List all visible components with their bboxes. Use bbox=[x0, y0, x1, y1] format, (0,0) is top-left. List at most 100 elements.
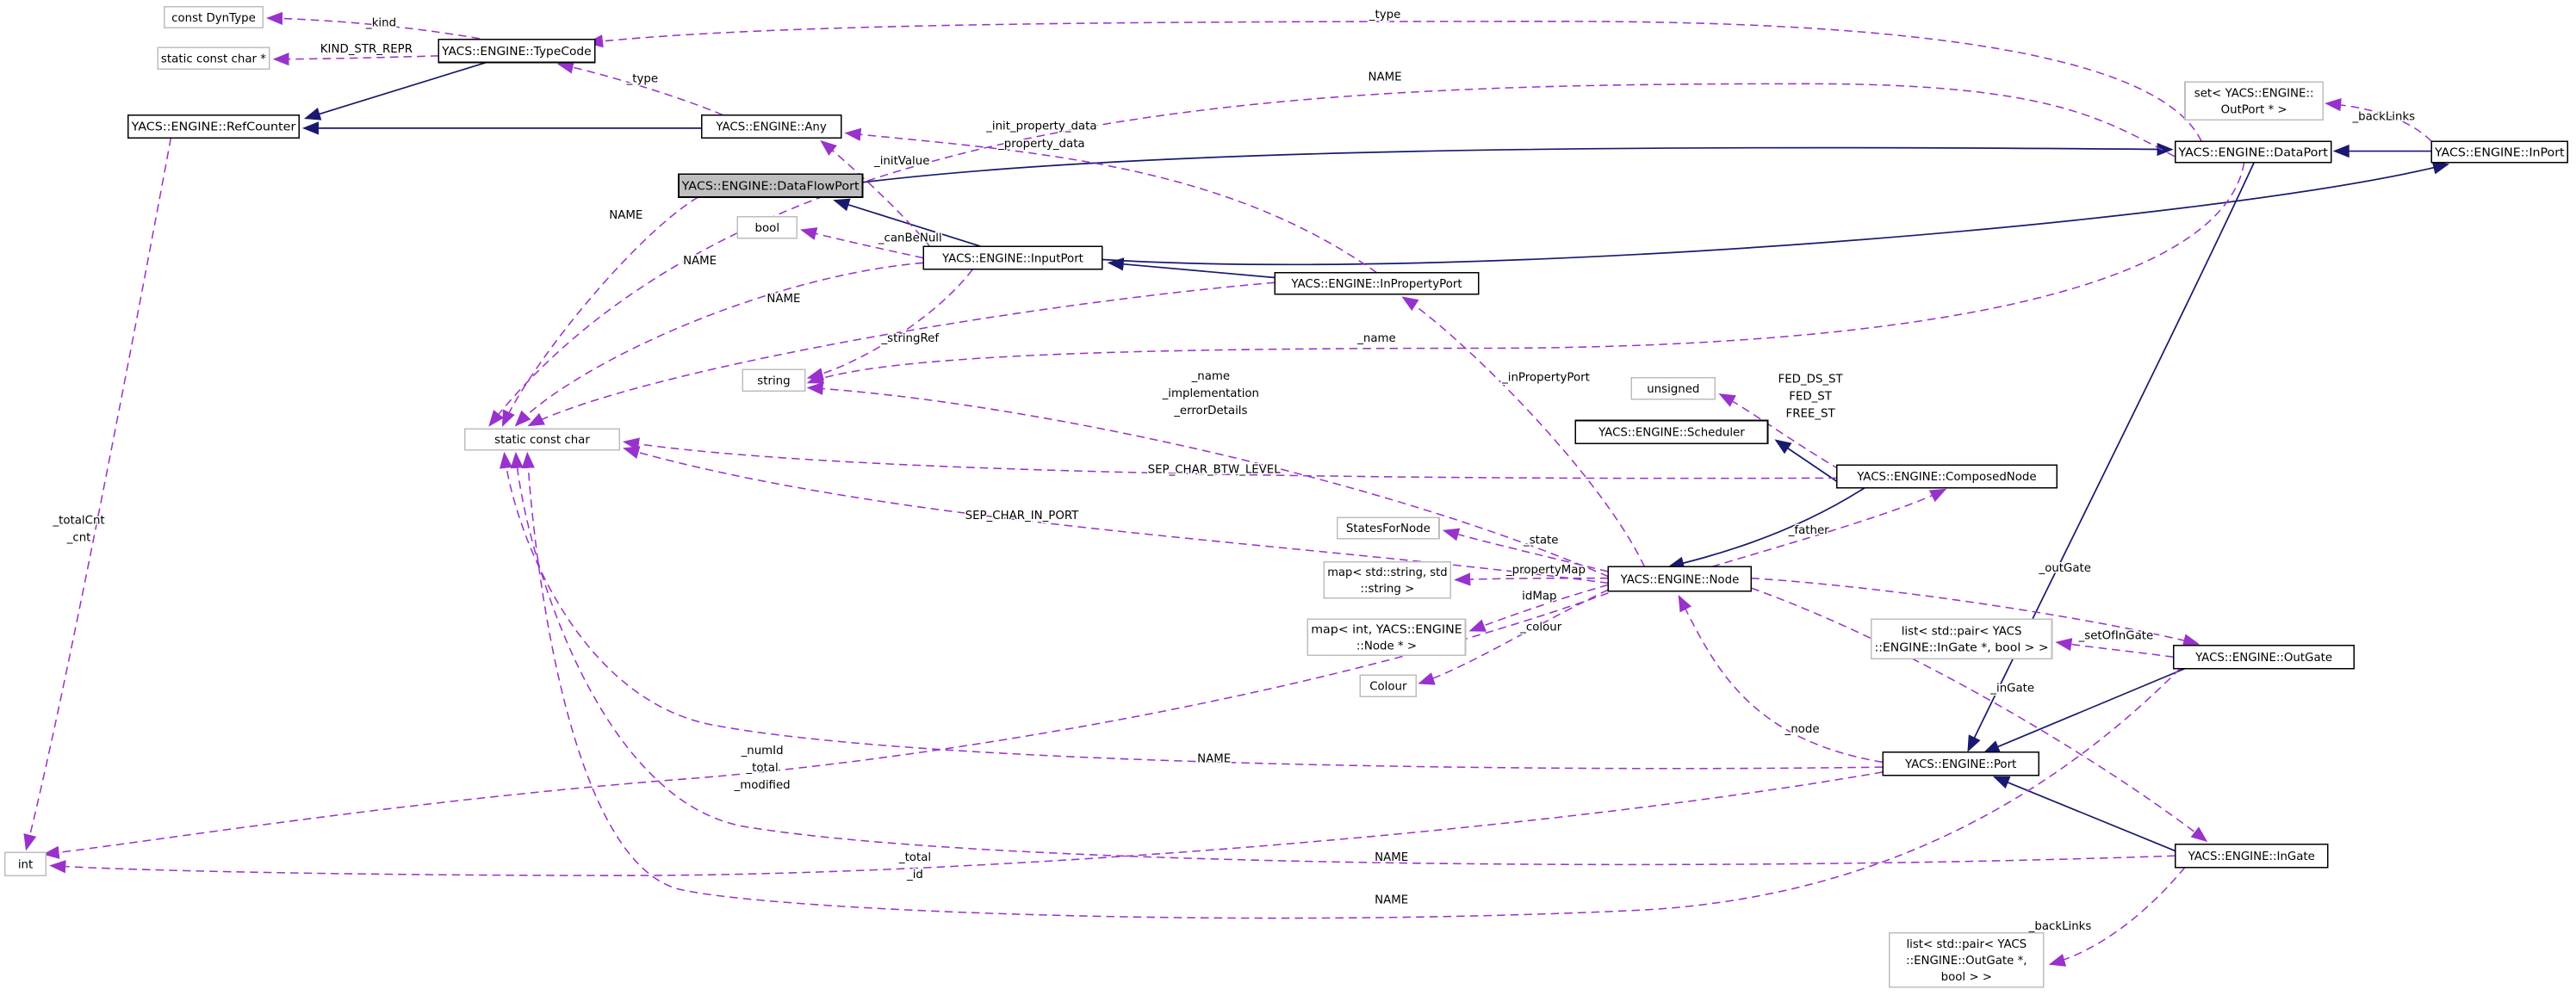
edge-label-kind: _kind bbox=[365, 17, 396, 30]
node-label-refcounter: YACS::ENGINE::RefCounter bbox=[131, 121, 296, 134]
edge-fed-states bbox=[1718, 393, 1840, 471]
edge-label-sep-char-in-port: SEP_CHAR_IN_PORT bbox=[965, 510, 1079, 523]
node-unsigned[interactable]: unsigned bbox=[1630, 377, 1716, 400]
node-label-bool: bool bbox=[755, 222, 780, 235]
edge-label-outgate-member: _outGate bbox=[2039, 562, 2091, 575]
edge-label-name-outgate: NAME bbox=[1375, 894, 1408, 907]
node-box-inputport[interactable] bbox=[922, 245, 1103, 270]
node-box-map-int-node[interactable] bbox=[1307, 618, 1467, 657]
node-static-const-char[interactable]: static const char bbox=[464, 428, 620, 451]
node-ingate[interactable]: YACS::ENGINE::InGate bbox=[2174, 844, 2329, 869]
node-box-static-const-char[interactable] bbox=[464, 428, 620, 451]
edge-label-name-impl-err: _name_implementation_errorDetails bbox=[1162, 370, 1259, 418]
node-box-refcounter[interactable] bbox=[127, 114, 300, 139]
node-node[interactable]: YACS::ENGINE::Node bbox=[1607, 566, 1753, 592]
node-set-outport[interactable]: set< YACS::ENGINE::OutPort * > bbox=[2184, 81, 2325, 121]
edge-sep-char-btw-level bbox=[622, 437, 1837, 479]
node-box-inport[interactable] bbox=[2430, 140, 2569, 164]
node-box-int[interactable] bbox=[3, 851, 47, 876]
node-box-composednode[interactable] bbox=[1835, 464, 2058, 489]
edge-label-name-dataport: NAME bbox=[1369, 71, 1402, 84]
edge-label-type-any: _type bbox=[626, 72, 658, 85]
node-box-string[interactable] bbox=[742, 368, 806, 392]
node-port[interactable]: YACS::ENGINE::Port bbox=[1882, 752, 2040, 776]
edge-label-propertymap: _propertyMap bbox=[1505, 564, 1586, 577]
node-dataflowport[interactable]: YACS::ENGINE::DataFlowPort bbox=[677, 173, 864, 198]
node-box-any[interactable] bbox=[700, 114, 842, 139]
node-box-scheduler[interactable] bbox=[1574, 419, 1769, 444]
node-box-inpropertyport[interactable] bbox=[1274, 271, 1480, 295]
node-box-set-outport[interactable] bbox=[2184, 81, 2325, 121]
edge-canbenull bbox=[800, 227, 924, 259]
node-box-outgate[interactable] bbox=[2172, 645, 2356, 670]
node-label-string: string bbox=[757, 375, 790, 388]
edge-label-colour-member: _colour bbox=[1519, 622, 1561, 634]
node-box-unsigned[interactable] bbox=[1630, 377, 1716, 400]
node-box-list-outgate-bool[interactable] bbox=[1888, 932, 2045, 988]
node-box-ingate[interactable] bbox=[2174, 844, 2329, 869]
node-refcounter[interactable]: YACS::ENGINE::RefCounter bbox=[127, 114, 300, 139]
node-scheduler[interactable]: YACS::ENGINE::Scheduler bbox=[1574, 419, 1769, 444]
node-label-composednode: YACS::ENGINE::ComposedNode bbox=[1856, 471, 2036, 484]
node-int[interactable]: int bbox=[3, 851, 47, 876]
edge-label-inpropertyport-member: _inPropertyPort bbox=[1501, 372, 1590, 385]
node-label-list-outgate-bool: list< std::pair< YACS::ENGINE::OutGate *… bbox=[1906, 938, 2027, 984]
edge-label-father: _father bbox=[1788, 524, 1829, 537]
edge-setofingate bbox=[2055, 638, 2174, 659]
node-dataport[interactable]: YACS::ENGINE::DataPort bbox=[2174, 140, 2332, 164]
node-box-typecode[interactable] bbox=[438, 39, 596, 64]
edge-dataport-to-port bbox=[1967, 162, 2255, 752]
node-box-static-const-char-ptr[interactable] bbox=[157, 46, 270, 70]
node-label-map-int-node: map< int, YACS::ENGINE::Node * > bbox=[1311, 624, 1462, 653]
edge-backlinks-inport bbox=[2325, 98, 2432, 142]
edge-label-type-dataport: _type bbox=[1369, 9, 1400, 22]
node-box-statesfornode[interactable] bbox=[1336, 516, 1440, 540]
node-box-dataport[interactable] bbox=[2174, 140, 2332, 164]
node-string[interactable]: string bbox=[742, 368, 806, 392]
node-inputport[interactable]: YACS::ENGINE::InputPort bbox=[922, 245, 1103, 270]
node-const-dyntype[interactable]: const DynType bbox=[163, 5, 264, 29]
node-box-bool[interactable] bbox=[736, 216, 798, 239]
node-static-const-char-ptr[interactable]: static const char * bbox=[157, 46, 270, 70]
node-label-node: YACS::ENGINE::Node bbox=[1620, 573, 1740, 586]
node-list-ingate-bool[interactable]: list< std::pair< YACS::ENGINE::InGate *,… bbox=[1870, 618, 2053, 659]
edge-label-initvalue: _initValue bbox=[873, 155, 929, 168]
node-label-static-const-char-ptr: static const char * bbox=[161, 53, 266, 66]
edge-type-dataport bbox=[586, 21, 2202, 142]
edge-label-setofingate: _setOfInGate bbox=[2078, 629, 2154, 642]
edge-total-id bbox=[49, 771, 1884, 876]
edge-name-port bbox=[499, 451, 1884, 770]
node-box-node[interactable] bbox=[1607, 566, 1753, 592]
node-colour[interactable]: Colour bbox=[1359, 674, 1418, 697]
node-inpropertyport[interactable]: YACS::ENGINE::InPropertyPort bbox=[1274, 271, 1480, 295]
edge-label-name-dataflowport: NAME bbox=[609, 209, 642, 222]
edge-backlinks-ingate bbox=[2048, 867, 2186, 967]
edge-label-name-port: NAME bbox=[1197, 752, 1231, 765]
node-outgate[interactable]: YACS::ENGINE::OutGate bbox=[2172, 645, 2356, 670]
node-statesfornode[interactable]: StatesForNode bbox=[1336, 516, 1440, 540]
node-label-int: int bbox=[18, 858, 33, 871]
edge-kind bbox=[266, 11, 493, 42]
node-box-map-string-string[interactable] bbox=[1323, 560, 1452, 599]
node-inport[interactable]: YACS::ENGINE::InPort bbox=[2430, 140, 2569, 164]
node-bool[interactable]: bool bbox=[736, 216, 798, 239]
node-map-string-string[interactable]: map< std::string, std::string > bbox=[1323, 560, 1452, 599]
node-list-outgate-bool[interactable]: list< std::pair< YACS::ENGINE::OutGate *… bbox=[1888, 932, 2045, 988]
node-box-const-dyntype[interactable] bbox=[163, 5, 264, 29]
node-label-ingate: YACS::ENGINE::InGate bbox=[2188, 850, 2315, 863]
edge-sep-char-in-port bbox=[623, 446, 1609, 584]
node-map-int-node[interactable]: map< int, YACS::ENGINE::Node * > bbox=[1307, 618, 1467, 657]
node-any[interactable]: YACS::ENGINE::Any bbox=[700, 114, 842, 139]
edge-label-name-inputport: NAME bbox=[683, 255, 717, 268]
node-typecode[interactable]: YACS::ENGINE::TypeCode bbox=[438, 39, 596, 64]
edge-label-totalcnt-cnt: _totalCnt_cnt bbox=[52, 515, 104, 545]
node-box-colour[interactable] bbox=[1359, 674, 1418, 697]
edge-label-backlinks-inport: _backLinks bbox=[2351, 110, 2415, 123]
node-label-inpropertyport: YACS::ENGINE::InPropertyPort bbox=[1290, 278, 1462, 291]
node-box-port[interactable] bbox=[1882, 752, 2040, 776]
edge-stringref bbox=[806, 269, 973, 381]
node-box-list-ingate-bool[interactable] bbox=[1870, 618, 2053, 659]
node-composednode[interactable]: YACS::ENGINE::ComposedNode bbox=[1835, 464, 2058, 489]
node-box-dataflowport[interactable] bbox=[677, 173, 864, 198]
